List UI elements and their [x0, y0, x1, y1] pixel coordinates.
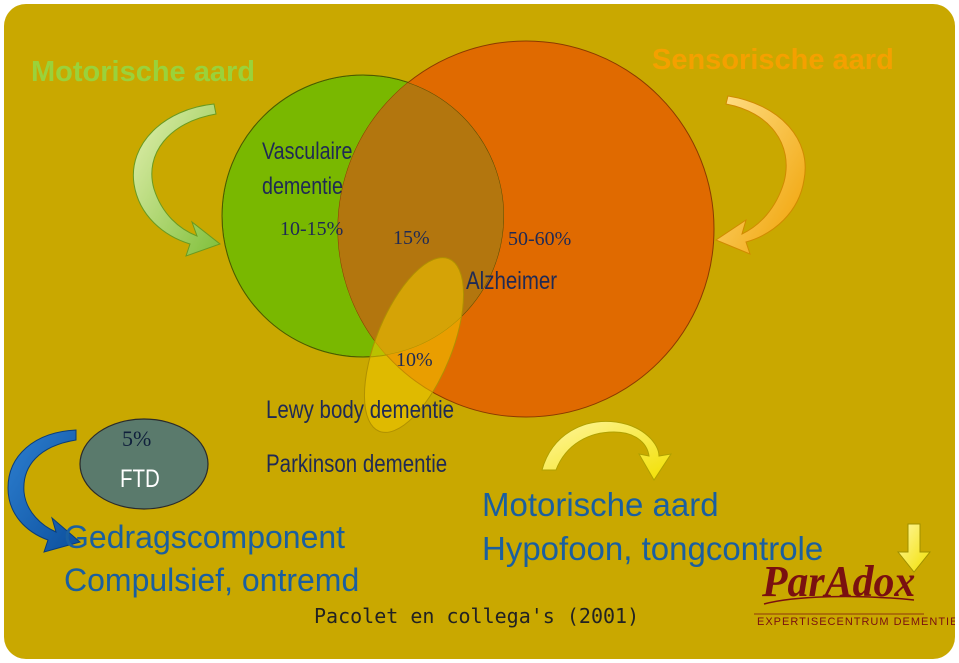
orange-curved-arrow [714, 95, 806, 255]
vascular-label-line2: dementie [262, 173, 343, 200]
motor-line1: Motorische aard [482, 486, 719, 523]
green-curved-arrow [132, 103, 222, 257]
paradox-tagline: EXPERTISECENTRUM DEMENTIE [757, 616, 955, 628]
title-motorische: Motorische aard [31, 56, 255, 88]
lewy-ellipse [363, 257, 465, 433]
paradox-logo-text: ParAdox [762, 557, 916, 606]
source-citation: Pacolet en collega's (2001) [314, 604, 640, 628]
ftd-ellipse [79, 418, 209, 510]
behaviour-line1: Gedragscomponent [64, 519, 346, 555]
slide: Motorische aard Sensorische aard Vascula… [4, 4, 955, 659]
overlap-percent: 15% [393, 227, 430, 249]
title-sensorische: Sensorische aard [652, 44, 894, 76]
vascular-percent: 10-15% [280, 218, 344, 240]
alzheimer-label: Alzheimer [466, 267, 558, 295]
blue-curved-arrow [7, 429, 82, 553]
yellow-curved-arrow [541, 420, 673, 481]
parkinson-label: Parkinson dementie [266, 450, 448, 478]
diagram-canvas [7, 40, 932, 615]
alzheimer-percent: 50-60% [508, 228, 572, 250]
lewy-percent: 10% [396, 349, 433, 371]
ftd-label: FTD [120, 465, 160, 493]
lewy-label: Lewy body dementie [266, 396, 455, 424]
vascular-label-line1: Vasculaire [262, 138, 353, 165]
ftd-percent: 5% [122, 426, 152, 451]
motor-line2: Hypofoon, tongcontrole [482, 530, 824, 567]
paradox-logo-mark [754, 595, 924, 615]
behaviour-line2: Compulsief, ontremd [64, 562, 360, 598]
yellow-down-arrow [896, 523, 932, 573]
